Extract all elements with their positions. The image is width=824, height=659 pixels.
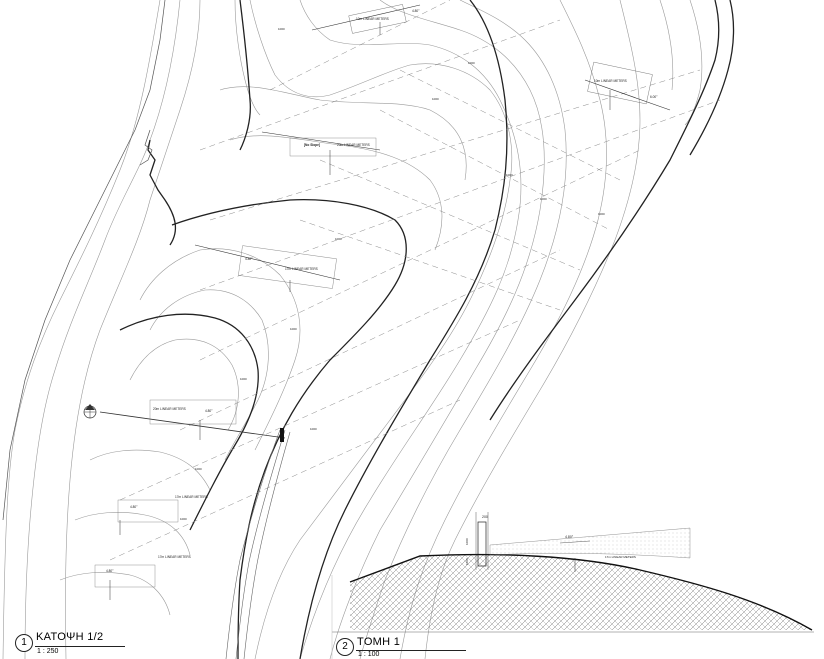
plan-slope: 4.80° xyxy=(106,569,114,573)
section-dim-top: 200 xyxy=(482,515,488,519)
section-marker-icon xyxy=(83,404,97,419)
plan-note: 20m LINEAR METERS xyxy=(337,143,370,147)
plan-note: 17m LINEAR METERS xyxy=(175,495,208,499)
plan-slope: 6.00° xyxy=(650,95,658,99)
svg-text:1000: 1000 xyxy=(240,377,247,381)
plan-panel: 20m LINEAR METERS 4.80° xyxy=(99,399,286,442)
svg-text:1000: 1000 xyxy=(180,517,187,521)
bold-contours xyxy=(119,0,735,659)
section-note: 17m LINEAR METERS xyxy=(605,555,636,559)
plan-note: 17m LINEAR METERS xyxy=(158,555,191,559)
svg-text:1000: 1000 xyxy=(506,173,513,177)
section-dim-left: 1000 xyxy=(465,538,469,545)
dashed-grid-lines xyxy=(109,0,721,561)
plan-panel: 4.80° 17m LINEAR METERS xyxy=(117,495,208,535)
view-scale: 1 : 250 xyxy=(37,648,59,655)
section-slope: 4.80° xyxy=(565,535,574,539)
section-dim-bottom: 1000 xyxy=(465,558,469,565)
contour-lines xyxy=(2,0,703,659)
svg-text:1000: 1000 xyxy=(598,212,605,216)
section-view: 200 1000 1000 4.80° 17m LINEAR METERS xyxy=(332,512,814,633)
view-title: ΚΑΤΟΨΗ 1/2 xyxy=(36,631,104,643)
view-number-badge: 2 xyxy=(336,638,354,656)
plan-panel: 10m LINEAR METERS 4.80° xyxy=(311,4,420,35)
svg-text:1000: 1000 xyxy=(290,327,297,331)
view-number-badge: 1 xyxy=(15,634,33,652)
plan-note: 17m LINEAR METERS xyxy=(285,267,318,271)
slope-edge xyxy=(2,0,166,521)
plan-note: 10m LINEAR METERS xyxy=(594,79,627,83)
plan-annotations: 10m LINEAR METERS 4.80° 10m LINEAR METER… xyxy=(83,4,671,600)
svg-text:1000: 1000 xyxy=(540,197,547,201)
svg-text:1000: 1000 xyxy=(335,237,342,241)
plan-panel: 4.80° 17m LINEAR METERS xyxy=(194,244,341,292)
plan-slope: 4.80° xyxy=(205,409,213,413)
contour-labels: 1000 1000 1000 1000 1000 1000 1000 1000 … xyxy=(180,27,605,521)
view-title-underline xyxy=(356,650,466,651)
road-lines xyxy=(225,429,291,659)
svg-text:1000: 1000 xyxy=(468,61,475,65)
svg-text:1000: 1000 xyxy=(195,467,202,471)
plan-note: 10m LINEAR METERS xyxy=(356,17,389,21)
plan-slope: 4.80° xyxy=(245,257,253,261)
svg-text:1000: 1000 xyxy=(310,427,317,431)
svg-text:1000: 1000 xyxy=(278,27,285,31)
plan-slope: 4.80° xyxy=(130,505,138,509)
plan-note: 20m LINEAR METERS xyxy=(153,407,186,411)
section-ground xyxy=(350,554,812,630)
view-scale: 1 : 100 xyxy=(358,651,380,658)
plan-panel: [No Slope] 20m LINEAR METERS xyxy=(261,131,381,175)
plan-panel: 4.80° 17m LINEAR METERS xyxy=(94,555,191,600)
view-title: ΤΟΜΗ 1 xyxy=(357,636,401,648)
view-title-underline xyxy=(35,646,125,647)
plan-panel: 10m LINEAR METERS 6.00° xyxy=(584,61,671,111)
svg-text:1000: 1000 xyxy=(432,97,439,101)
plan-tag: [No Slope] xyxy=(304,143,320,147)
plan-slope: 4.80° xyxy=(412,9,420,13)
